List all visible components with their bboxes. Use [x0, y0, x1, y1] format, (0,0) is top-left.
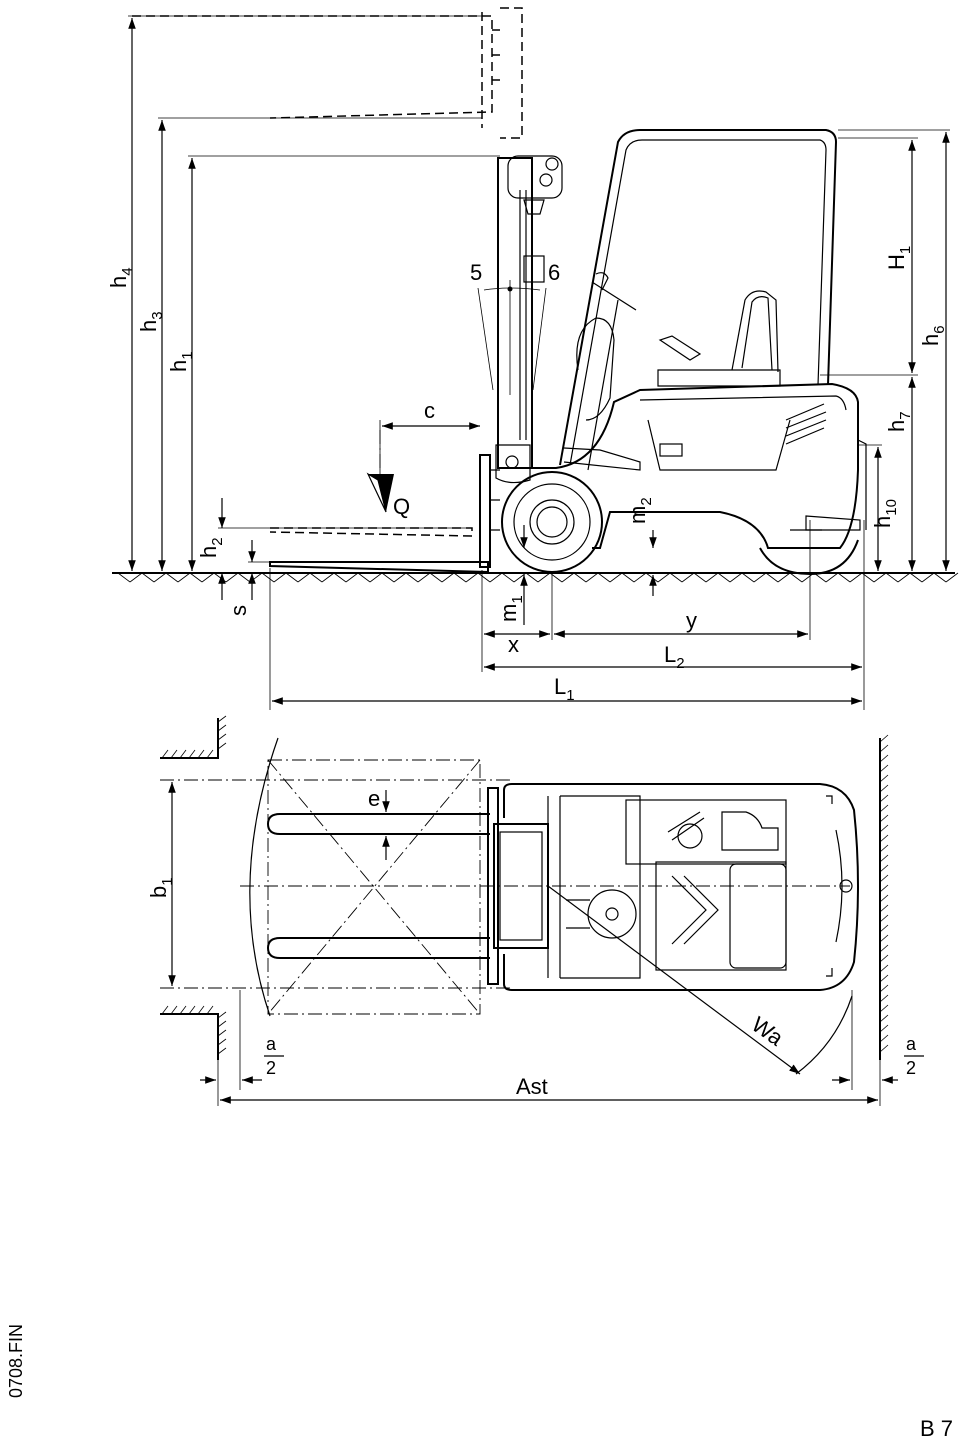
drawing-code: 0708.FIN [6, 1324, 26, 1398]
label-wa: Wa [747, 1012, 788, 1051]
mast [497, 155, 563, 469]
overhead-guard [559, 129, 838, 471]
label-big-h1: H1 [884, 246, 914, 270]
label-h10: h10 [870, 499, 900, 528]
truck-body [532, 382, 867, 549]
label-m2: m2 [625, 497, 655, 524]
ast-dimension [200, 990, 924, 1106]
label-m1: m1 [496, 595, 526, 622]
label-a-left-den: 2 [266, 1058, 276, 1078]
mast-tilt-lines [477, 280, 547, 395]
side-view-labels: h4 h3 h1 h2 s c Q 5 6 m2 m1 x y L2 L1 H1… [106, 246, 948, 704]
label-q: Q [393, 494, 410, 519]
height-extension-lines [128, 15, 950, 563]
length-dimensions [269, 420, 865, 710]
ground-line [112, 572, 959, 583]
page-reference: B 7 [920, 1416, 953, 1441]
side-view [112, 7, 959, 710]
label-e: e [368, 786, 380, 811]
load-q-arrow [366, 430, 394, 513]
label-c: c [424, 398, 435, 423]
label-a-right-num: a [906, 1034, 917, 1054]
footer: 0708.FIN B 7 [6, 1324, 953, 1441]
operator-area [576, 272, 781, 421]
fork [269, 454, 500, 574]
label-h1: h1 [166, 351, 196, 372]
label-l2: L2 [664, 642, 685, 672]
label-h7: h7 [884, 411, 914, 432]
front-wheel [495, 444, 603, 573]
label-ast: Ast [516, 1074, 548, 1099]
turning-arc [249, 737, 853, 1075]
rear-wheel [759, 529, 859, 576]
label-b1: b1 [146, 877, 176, 898]
label-a-right-den: 2 [906, 1058, 916, 1078]
label-s: s [226, 605, 251, 616]
label-l1: L1 [554, 674, 575, 704]
top-view-labels: b1 e Wa a 2 a 2 Ast [146, 786, 917, 1099]
label-6: 6 [548, 260, 560, 285]
aisle-walls [160, 715, 889, 1060]
label-y: y [686, 608, 697, 633]
forks-top [266, 787, 499, 985]
label-x: x [508, 632, 519, 657]
label-a-left-num: a [266, 1034, 277, 1054]
pallet-outline [160, 759, 850, 1015]
label-5: 5 [470, 260, 482, 285]
label-h6: h6 [918, 325, 948, 346]
label-h4: h4 [106, 267, 136, 288]
truck-chassis-top [493, 783, 859, 991]
top-view [160, 715, 924, 1106]
label-h2: h2 [196, 537, 226, 558]
height-dimensions [128, 18, 950, 625]
raised-load-dashed [132, 7, 523, 139]
label-h3: h3 [136, 311, 166, 332]
